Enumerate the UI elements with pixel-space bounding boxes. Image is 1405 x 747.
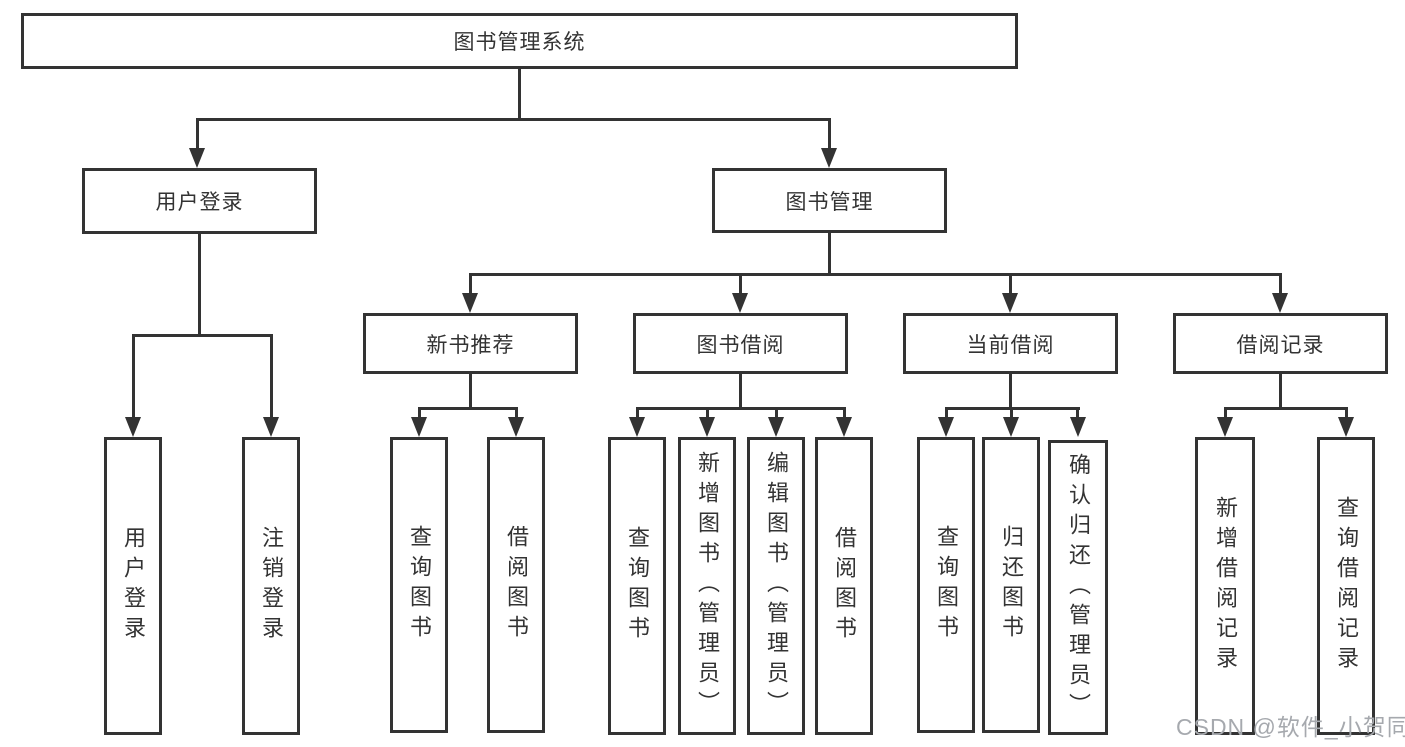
connector-line	[469, 374, 472, 410]
connector-line	[828, 233, 831, 276]
node-book-borrowing-label: 图书借阅	[696, 333, 785, 357]
leaf-return-books: 归还图书	[982, 437, 1040, 733]
leaf-logout-label: 注销登录	[259, 526, 284, 646]
leaf-confirm-return-admin: 确认归还（管理员）	[1048, 440, 1108, 735]
connector-line	[132, 334, 135, 419]
arrow-down-icon	[1003, 417, 1019, 437]
arrow-down-icon	[1002, 293, 1018, 313]
node-book-borrowing: 图书借阅	[633, 313, 848, 374]
arrow-down-icon	[189, 148, 205, 168]
arrow-down-icon	[629, 417, 645, 437]
connector-line	[636, 407, 639, 419]
node-new-book-recommend-label: 新书推荐	[426, 333, 515, 357]
arrow-down-icon	[411, 417, 427, 437]
leaf-query-books-2-label: 查询图书	[625, 526, 650, 646]
node-borrow-records: 借阅记录	[1173, 313, 1388, 374]
node-new-book-recommend: 新书推荐	[363, 313, 578, 374]
leaf-confirm-return-admin-label: 确认归还（管理员）	[1066, 452, 1091, 723]
arrow-down-icon	[462, 293, 478, 313]
arrow-down-icon	[938, 417, 954, 437]
connector-line	[469, 273, 1282, 276]
arrow-down-icon	[1217, 417, 1233, 437]
leaf-borrow-books-1: 借阅图书	[487, 437, 545, 733]
connector-line	[739, 374, 742, 410]
connector-line	[1224, 407, 1347, 410]
leaf-query-books-1: 查询图书	[390, 437, 448, 733]
connector-line	[636, 407, 845, 410]
leaf-query-books-3-label: 查询图书	[934, 525, 959, 645]
leaf-borrow-books-2: 借阅图书	[815, 437, 873, 735]
connector-line	[418, 407, 421, 419]
connector-line	[1076, 407, 1079, 419]
connector-line	[196, 118, 199, 150]
connector-line	[198, 234, 201, 337]
connector-line	[1279, 374, 1282, 410]
leaf-edit-books-admin-label: 编辑图书（管理员）	[764, 451, 789, 721]
leaf-add-borrow-record-label: 新增借阅记录	[1213, 496, 1238, 676]
leaf-query-books-1-label: 查询图书	[407, 525, 432, 645]
connector-line	[945, 407, 948, 419]
arrow-down-icon	[699, 417, 715, 437]
arrow-down-icon	[768, 417, 784, 437]
node-user-login-label: 用户登录	[155, 191, 244, 214]
leaf-borrow-books-1-label: 借阅图书	[504, 525, 529, 645]
node-user-login: 用户登录	[82, 168, 317, 234]
arrow-down-icon	[836, 417, 852, 437]
node-root: 图书管理系统	[21, 13, 1018, 69]
connector-line	[518, 69, 521, 121]
leaf-edit-books-admin: 编辑图书（管理员）	[747, 437, 805, 735]
connector-line	[828, 118, 831, 150]
connector-line	[418, 407, 518, 410]
connector-line	[843, 407, 846, 419]
node-book-management-label: 图书管理	[785, 190, 874, 214]
leaf-logout: 注销登录	[242, 437, 300, 735]
connector-line	[1009, 273, 1012, 295]
leaf-user-login-label: 用户登录	[121, 526, 146, 646]
connector-line	[1224, 407, 1227, 419]
arrow-down-icon	[732, 293, 748, 313]
leaf-add-books-admin-label: 新增图书（管理员）	[695, 451, 720, 721]
leaf-add-borrow-record: 新增借阅记录	[1195, 437, 1255, 735]
leaf-query-borrow-record: 查询借阅记录	[1317, 437, 1375, 735]
leaf-user-login: 用户登录	[104, 437, 162, 735]
leaf-return-books-label: 归还图书	[999, 525, 1024, 645]
watermark: CSDN @软件_小贺同学	[1176, 714, 1405, 740]
node-current-borrowing-label: 当前借阅	[966, 333, 1055, 357]
connector-line	[270, 334, 273, 419]
connector-line	[515, 407, 518, 419]
connector-line	[1009, 374, 1012, 410]
leaf-query-books-3: 查询图书	[917, 437, 975, 733]
arrow-down-icon	[263, 417, 279, 437]
arrow-down-icon	[1070, 417, 1086, 437]
arrow-down-icon	[1272, 293, 1288, 313]
connector-line	[775, 407, 778, 419]
arrow-down-icon	[125, 417, 141, 437]
connector-line	[196, 118, 831, 121]
connector-line	[706, 407, 709, 419]
arrow-down-icon	[821, 148, 837, 168]
node-current-borrowing: 当前借阅	[903, 313, 1118, 374]
connector-line	[1345, 407, 1348, 419]
node-root-label: 图书管理系统	[453, 31, 586, 54]
arrow-down-icon	[1338, 417, 1354, 437]
leaf-add-books-admin: 新增图书（管理员）	[678, 437, 736, 735]
leaf-borrow-books-2-label: 借阅图书	[832, 526, 857, 646]
leaf-query-books-2: 查询图书	[608, 437, 666, 735]
connector-line	[1010, 407, 1013, 419]
connector-line	[469, 273, 472, 295]
leaf-query-borrow-record-label: 查询借阅记录	[1334, 496, 1359, 676]
connector-line	[132, 334, 273, 337]
connector-line	[739, 273, 742, 295]
node-book-management: 图书管理	[712, 168, 947, 233]
connector-line	[1279, 273, 1282, 295]
node-borrow-records-label: 借阅记录	[1236, 333, 1325, 357]
arrow-down-icon	[508, 417, 524, 437]
